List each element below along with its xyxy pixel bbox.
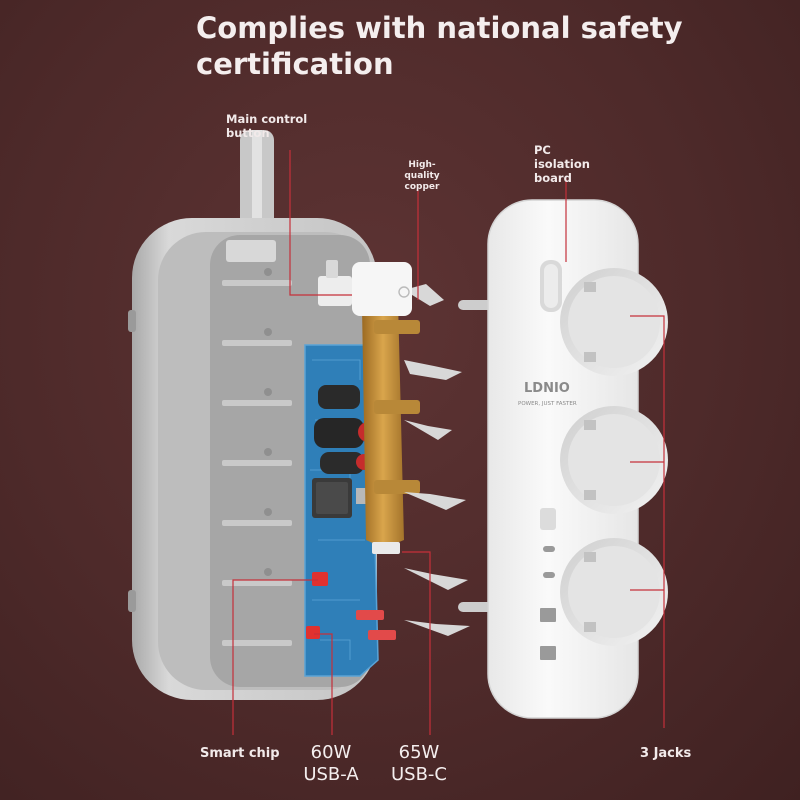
socket-3 <box>560 538 668 646</box>
leader-smart-chip <box>232 579 318 735</box>
socket-1 <box>560 268 668 376</box>
brand-slogan: POWER, JUST FASTER <box>518 401 577 407</box>
spec-usb-a-power: 60W <box>310 742 352 763</box>
spec-usb-c: 65W USB-C <box>384 742 454 786</box>
callout-main-control: Main control button <box>226 112 308 140</box>
leader-main-control <box>289 150 352 296</box>
callout-pc-board: PC isolation board <box>534 143 590 185</box>
headline: Complies with national safety certificat… <box>196 11 683 81</box>
leader-lines <box>232 150 665 735</box>
leader-usb-c <box>402 551 431 735</box>
callout-smart-chip: Smart chip <box>200 746 280 761</box>
socket-2 <box>560 406 668 514</box>
leader-jacks <box>630 315 665 728</box>
spec-usb-c-power: 65W <box>398 742 440 763</box>
leader-usb-a <box>314 633 333 735</box>
brand-logo: LDNIO <box>524 381 570 396</box>
spec-usb-a: 60W USB-A <box>296 742 366 786</box>
plug-pins <box>458 300 494 612</box>
main-control-switch <box>318 260 412 316</box>
power-cable <box>240 130 274 230</box>
callout-copper: High-quality copper <box>404 160 440 192</box>
callout-jacks: 3 Jacks <box>640 746 692 761</box>
spec-usb-c-type: USB-C <box>390 764 447 785</box>
usb-ports <box>540 508 556 660</box>
circuit-board <box>304 344 379 677</box>
spec-usb-a-type: USB-A <box>303 764 359 785</box>
front-cover: LDNIO POWER, JUST FASTER <box>487 199 668 719</box>
copper-contacts <box>356 284 470 640</box>
